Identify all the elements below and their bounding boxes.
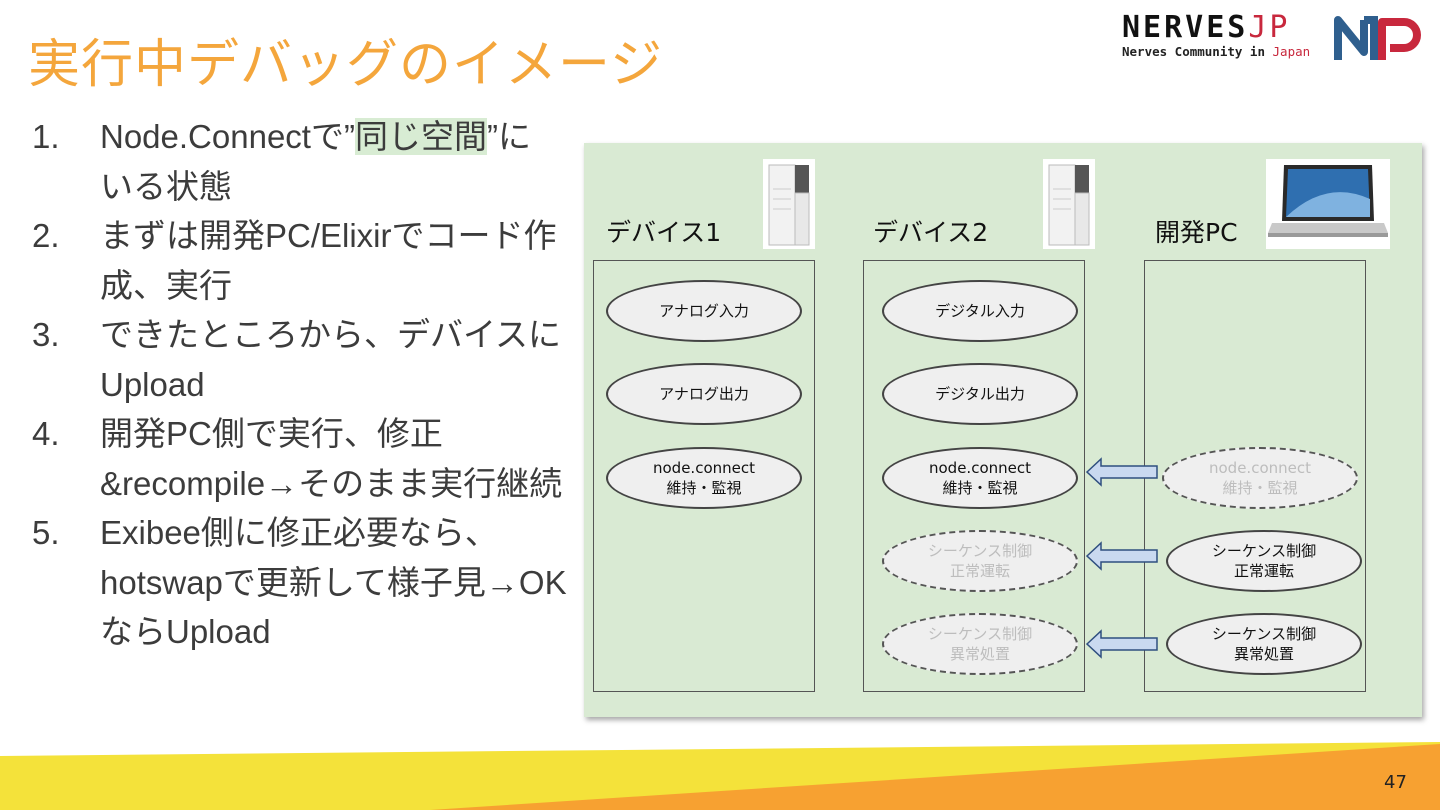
arrow-left-icon [1086,457,1158,487]
nerves-jp-logo: NERVESJP Nerves Community in Japan [1120,8,1430,68]
analog-input-node: アナログ入力 [606,280,802,342]
column-title-device2: デバイス2 [873,218,989,247]
server-device-icon [763,159,815,249]
arrow-left-icon [1086,541,1158,571]
list-item: 4.開発PC側で実行、修正 &recompile→そのまま実行継続 [32,415,563,502]
arrow-left-icon [1086,629,1158,659]
device2-column [863,260,1085,692]
logo-wordmark: NERVESJP [1122,10,1291,45]
list-item: 2.まずは開発PC/Elixirでコード作成、実行 [32,217,557,304]
steps-list: 1. Node.Connectで”同じ空間”にいる状態 2.まずは開発PC/El… [30,112,570,657]
column-title-devpc: 開発PC [1155,218,1238,247]
highlight: 同じ空間 [354,118,487,155]
laptop-icon [1266,159,1390,249]
server-device-icon [1043,159,1095,249]
digital-output-node: デジタル出力 [882,363,1078,425]
list-item: 5.Exibee側に修正必要なら、hotswapで更新して様子見→OKならUpl… [32,514,567,650]
column-title-device1: デバイス1 [606,218,722,247]
device1-column [593,260,815,692]
sequence-normal-node: シーケンス制御正常運転 [1166,530,1362,592]
sequence-error-node: シーケンス制御異常処置 [882,613,1078,675]
np-logo-icon [1334,16,1421,60]
footer-band [0,742,1440,810]
digital-input-node: デジタル入力 [882,280,1078,342]
list-item: 3.できたところから、デバイスにUpload [32,316,562,403]
list-item: 1. Node.Connectで”同じ空間”にいる状態 [32,118,531,205]
sequence-normal-node: シーケンス制御正常運転 [882,530,1078,592]
logo-subtitle: Nerves Community in Japan [1122,44,1311,59]
slide-title: 実行中デバッグのイメージ [28,35,663,95]
analog-output-node: アナログ出力 [606,363,802,425]
sequence-error-node: シーケンス制御異常処置 [1166,613,1362,675]
debug-diagram: デバイス1 デバイス2 開発PC アナログ入力 アナログ出力 node.conn… [584,143,1422,717]
page-number: 47 [1384,772,1407,793]
